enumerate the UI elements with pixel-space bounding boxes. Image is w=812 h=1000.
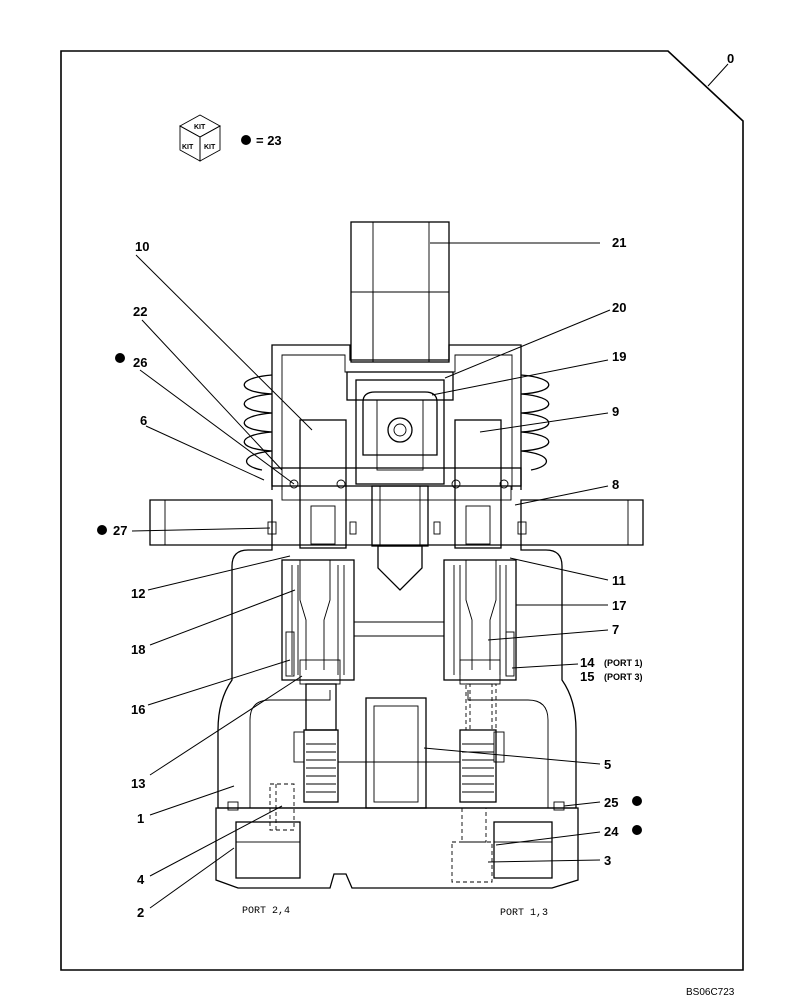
pusher-right-part-9 bbox=[454, 419, 502, 549]
callout-25: 25 bbox=[604, 795, 618, 810]
plug-part-3 bbox=[451, 841, 493, 883]
boot-part-22 bbox=[271, 344, 522, 490]
spool-housing-left bbox=[281, 559, 355, 681]
drawing-code: BS06C723 bbox=[686, 987, 735, 998]
plate-part-8 bbox=[271, 467, 522, 487]
callout-3: 3 bbox=[604, 853, 611, 868]
pusher-left-part-10 bbox=[299, 419, 347, 549]
cam-cap-part-20 bbox=[346, 371, 454, 401]
callout-19: 19 bbox=[612, 349, 626, 364]
spring-block-part-5 bbox=[365, 697, 427, 809]
callout-14-port-note: (PORT 1) bbox=[604, 658, 643, 668]
sheet-index: 0 bbox=[727, 51, 734, 66]
callout-12: 12 bbox=[131, 586, 145, 601]
callout-7: 7 bbox=[612, 622, 619, 637]
callout-22: 22 bbox=[133, 304, 147, 319]
callout-18: 18 bbox=[131, 642, 145, 657]
callout-5: 5 bbox=[604, 757, 611, 772]
callout-11: 11 bbox=[612, 573, 626, 588]
callout-labels: 21 10 20 22 19 26 9 6 8 27 12 11 17 18 7… bbox=[97, 235, 643, 920]
callout-2: 2 bbox=[137, 905, 144, 920]
callout-8: 8 bbox=[612, 477, 619, 492]
port-label-left: PORT 2,4 bbox=[242, 906, 290, 917]
kit-bullet-icon bbox=[241, 135, 251, 145]
port-label-right: PORT 1,3 bbox=[500, 908, 548, 919]
kit-cube-right-label: KIT bbox=[204, 144, 216, 151]
callout-26: 26 bbox=[133, 355, 147, 370]
callout-6: 6 bbox=[140, 413, 147, 428]
seal-26 bbox=[289, 479, 299, 489]
callout-15: 15 bbox=[580, 669, 594, 684]
sheet-index-leader bbox=[707, 63, 729, 87]
leader-lines bbox=[131, 242, 611, 909]
callout-21: 21 bbox=[612, 235, 626, 250]
kit-legend: KIT KIT KIT = 23 bbox=[179, 114, 282, 162]
callout-25-bullet-icon bbox=[632, 796, 642, 806]
callout-24-bullet-icon bbox=[632, 825, 642, 835]
callout-27: 27 bbox=[113, 523, 127, 538]
screw-part-25 bbox=[553, 801, 565, 811]
callout-16: 16 bbox=[131, 702, 145, 717]
kit-legend-value: = 23 bbox=[256, 133, 282, 148]
callout-15-port-note: (PORT 3) bbox=[604, 672, 643, 682]
casing-part-1 bbox=[149, 499, 644, 809]
kit-cube-icon: KIT KIT KIT bbox=[179, 114, 221, 162]
bellows-left bbox=[243, 374, 273, 471]
universal-joint bbox=[362, 391, 438, 456]
callout-24: 24 bbox=[604, 824, 619, 839]
callout-14: 14 bbox=[580, 655, 595, 670]
callout-17: 17 bbox=[612, 598, 626, 613]
kit-cube-left-label: KIT bbox=[182, 144, 194, 151]
plug-part-4 bbox=[269, 783, 295, 831]
sheet-frame bbox=[60, 50, 744, 971]
valve-assembly-drawing bbox=[149, 221, 644, 889]
base-plate-part-2 bbox=[215, 807, 579, 889]
callout-10: 10 bbox=[135, 239, 149, 254]
callout-9: 9 bbox=[612, 404, 619, 419]
callout-20: 20 bbox=[612, 300, 626, 315]
spool-housing-right bbox=[443, 559, 517, 681]
kit-cube-top-label: KIT bbox=[194, 124, 206, 131]
callout-4: 4 bbox=[137, 872, 145, 887]
cam-part-19 bbox=[355, 379, 445, 485]
callout-13: 13 bbox=[131, 776, 145, 791]
callout-26-bullet-icon bbox=[115, 353, 125, 363]
callout-27-bullet-icon bbox=[97, 525, 107, 535]
callout-1: 1 bbox=[137, 811, 144, 826]
